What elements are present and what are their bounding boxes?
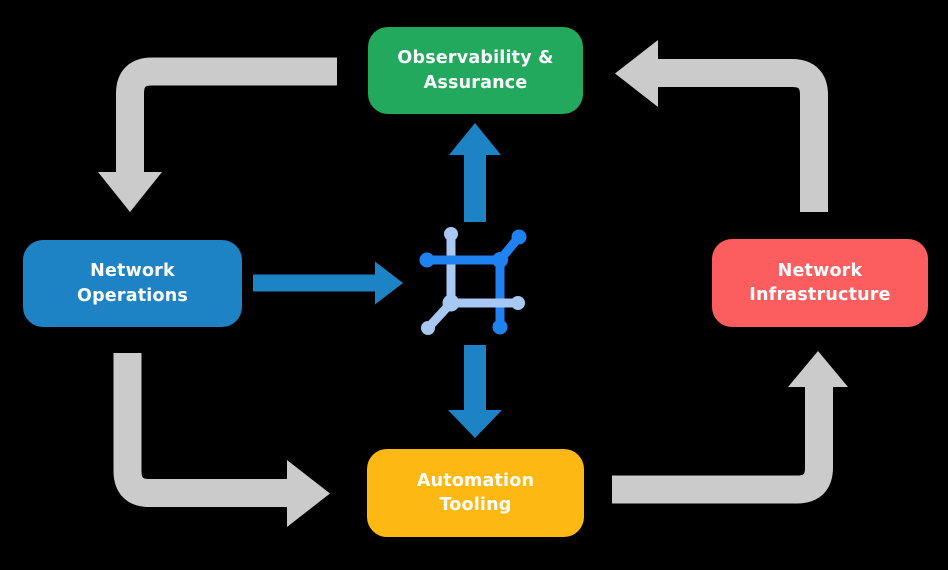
arrowhead-down-icon — [448, 410, 502, 438]
flow-arrow-shaft — [116, 57, 337, 172]
data-arrow-core-to-observability — [449, 123, 501, 222]
flow-arrow-automation-to-infrastructure — [612, 351, 848, 504]
arrowhead-right-icon — [287, 460, 330, 527]
node-label: Automation Tooling — [416, 470, 535, 515]
icon-dark-node-topright — [511, 229, 527, 245]
node-label: Network Infrastructure — [749, 260, 891, 305]
data-arrow-operations-to-core — [253, 261, 403, 305]
flow-arrow-shaft — [658, 59, 828, 212]
icon-dark-node-bottom — [492, 319, 508, 335]
arrowhead-down-icon — [98, 172, 162, 212]
icon-dark-junction — [492, 252, 508, 268]
flow-arrow-shaft — [113, 353, 287, 507]
arrowhead-left-icon — [615, 40, 658, 107]
network-fabric-icon — [419, 227, 527, 335]
icon-light-node-top — [444, 227, 458, 241]
flow-arrow-infrastructure-to-observability — [615, 40, 828, 212]
node-network-operations: Network Operations — [23, 240, 242, 327]
node-automation-tooling: Automation Tooling — [367, 449, 584, 537]
arrowhead-up-icon — [788, 351, 848, 387]
data-arrow-core-to-automation — [448, 345, 502, 438]
node-network-infrastructure: Network Infrastructure — [712, 239, 928, 327]
node-label: Network Operations — [77, 261, 188, 306]
icon-dark-node-left — [419, 252, 435, 268]
flow-arrow-shaft — [612, 387, 833, 504]
icon-light-junction — [442, 294, 460, 312]
flow-arrow-observability-to-operations — [98, 57, 337, 212]
flow-arrow-operations-to-automation — [113, 353, 330, 527]
arrowhead-up-icon — [449, 123, 501, 155]
icon-light-node-bottomleft — [421, 321, 435, 335]
node-label: Observability & Assurance — [397, 48, 554, 93]
icon-light-node-right — [511, 296, 525, 310]
node-observability-assurance: Observability & Assurance — [368, 27, 583, 114]
arrowhead-right-icon — [375, 261, 403, 305]
